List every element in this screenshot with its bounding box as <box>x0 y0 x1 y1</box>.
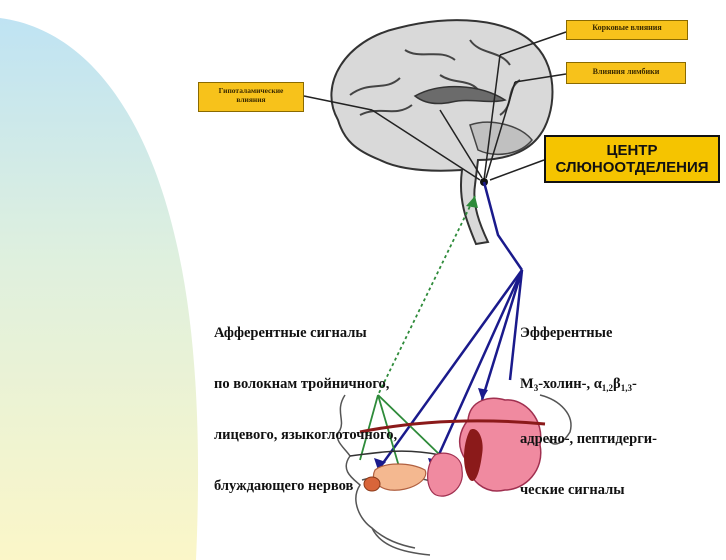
efferent-alpha-sub: 1,2 <box>602 383 613 393</box>
efferent-line2: М3-холин-, α1,2β1,3- <box>520 376 657 397</box>
brain-illustration <box>331 20 552 244</box>
limbic-influence-label: Влияния лимбики <box>593 67 660 76</box>
efferent-line1: Эфферентные <box>520 325 657 342</box>
cortical-influence-box: Корковые влияния <box>566 20 688 40</box>
efferent-signals-text: Эфферентные М3-холин-, α1,2β1,3- адрено-… <box>520 291 657 516</box>
salivation-center-box: ЦЕНТР СЛЮНООТДЕЛЕНИЯ <box>544 135 720 183</box>
efferent-line3: адрено-, пептидерги- <box>520 431 657 448</box>
hypothalamic-influence-box: Гипоталамические влияния <box>198 82 304 112</box>
cortical-influence-label: Корковые влияния <box>592 23 661 32</box>
afferent-line4: блуждающего нервов <box>214 478 397 495</box>
efferent-beta-sub: 1,3 <box>621 383 632 393</box>
afferent-signals-text: Афферентные сигналы по волокнам тройничн… <box>214 291 397 512</box>
efferent-m: М <box>520 376 534 392</box>
afferent-line3: лицевого, языкоглоточного, <box>214 427 397 444</box>
efferent-line4: ческие сигналы <box>520 482 657 499</box>
efferent-beta: β <box>613 376 621 392</box>
hypothalamic-label-line2: влияния <box>203 96 299 105</box>
efferent-rest: -холин-, α <box>538 376 602 392</box>
afferent-line2: по волокнам тройничного, <box>214 376 397 393</box>
center-label-line1: ЦЕНТР <box>546 142 718 159</box>
afferent-line1: Афферентные сигналы <box>214 325 397 342</box>
center-label-line2: СЛЮНООТДЕЛЕНИЯ <box>546 159 718 176</box>
efferent-end: - <box>632 376 637 392</box>
limbic-influence-box: Влияния лимбики <box>566 62 686 84</box>
